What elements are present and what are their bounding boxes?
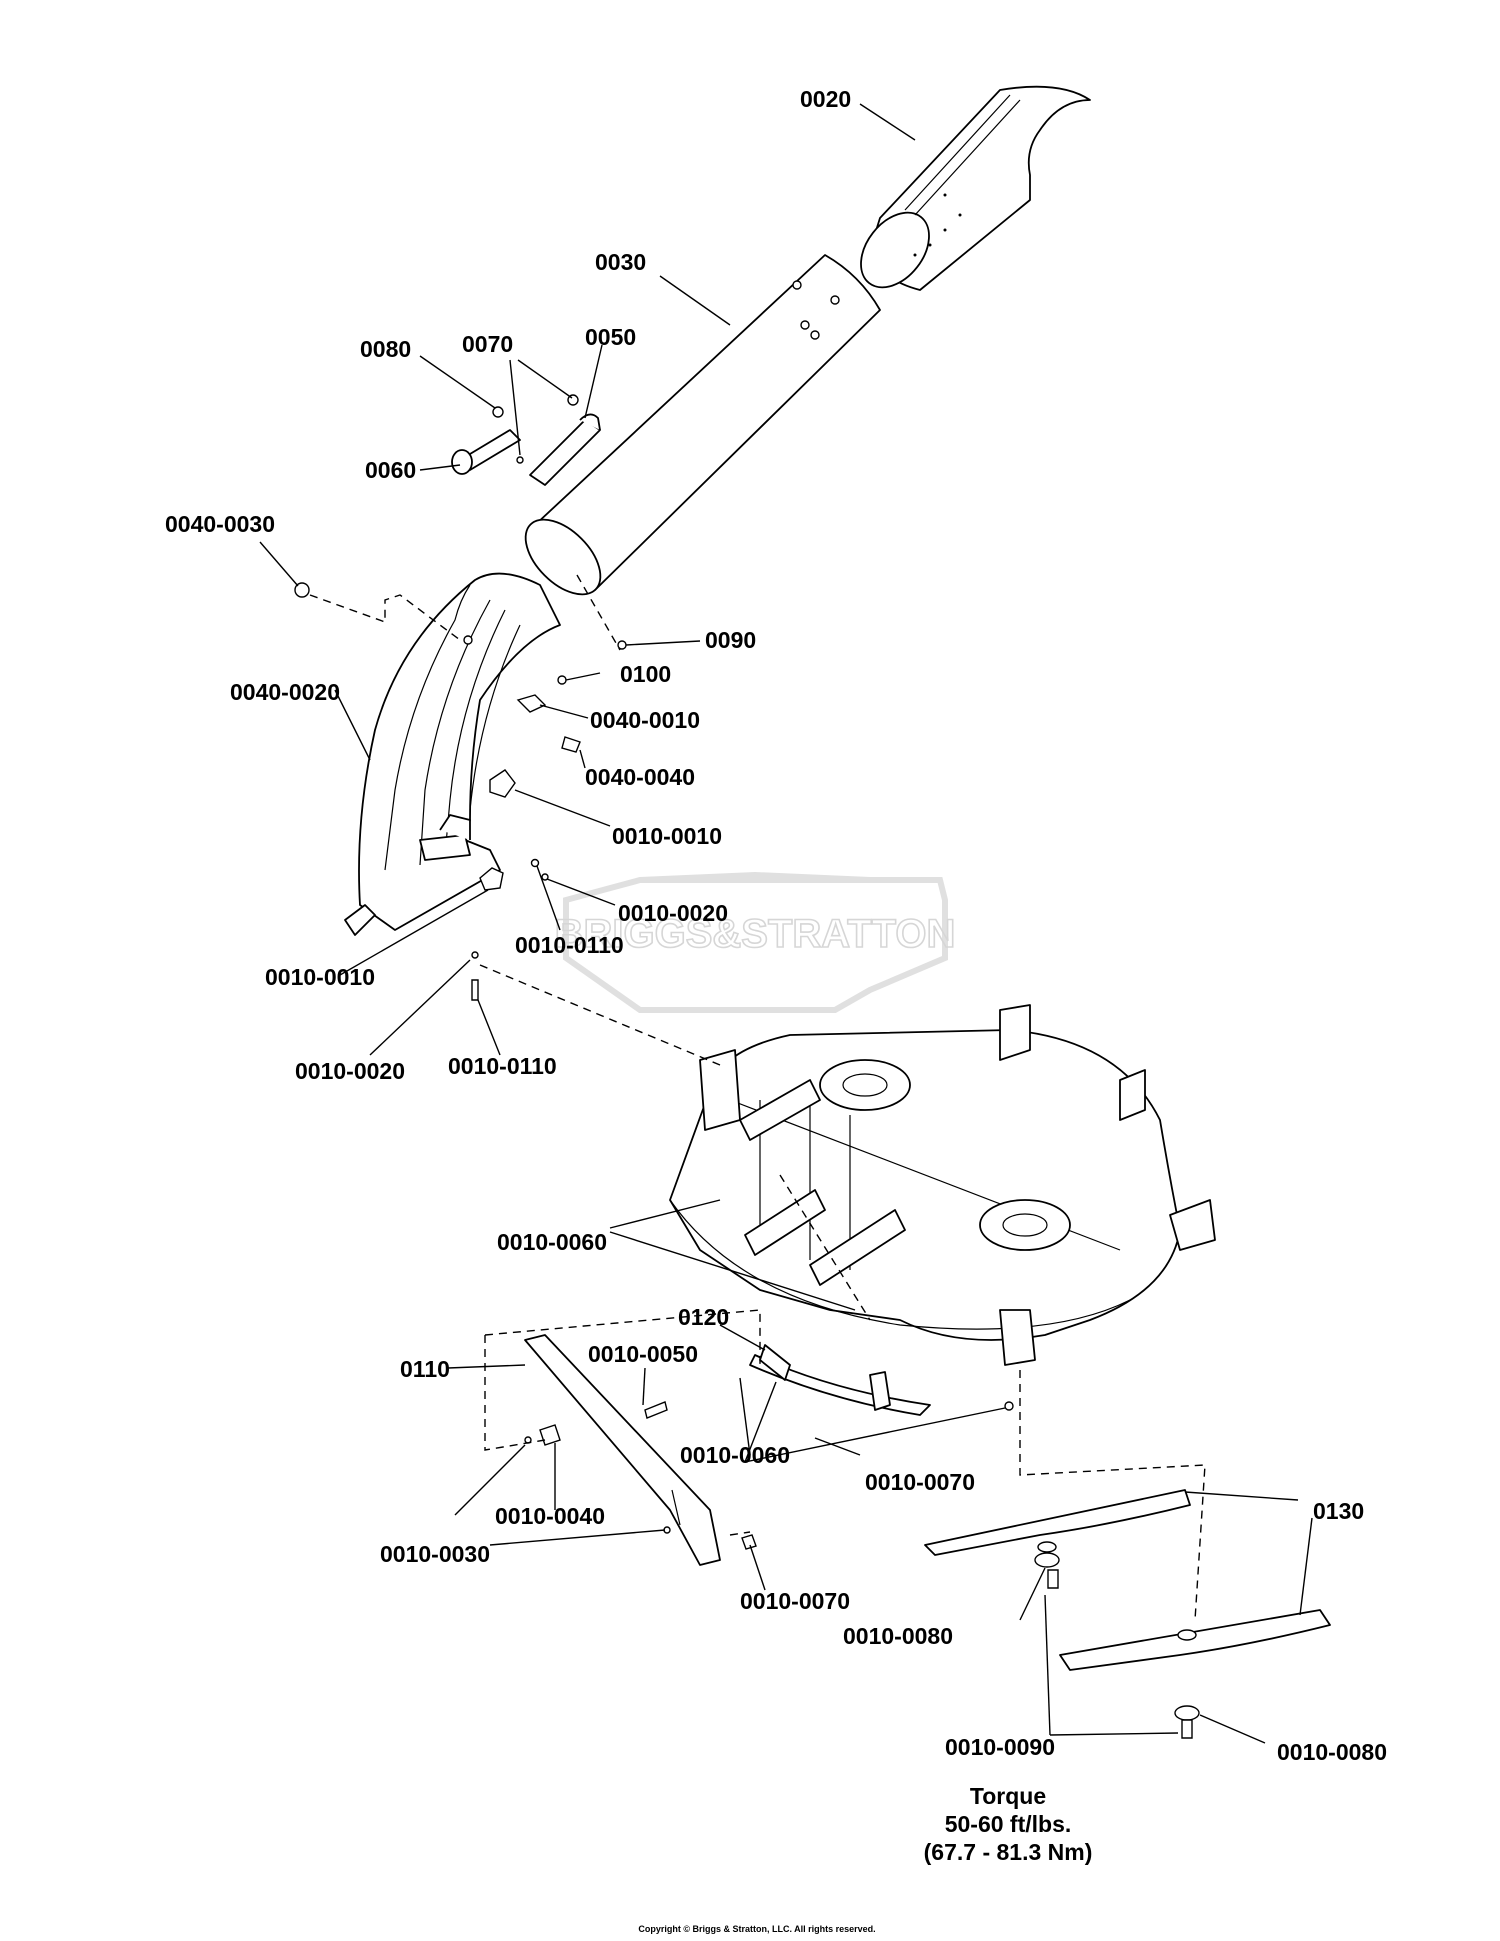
callout-0100: 0100	[620, 661, 671, 687]
callout-0010-0050: 0010-0050	[588, 1341, 698, 1367]
callout-0040-0040: 0040-0040	[585, 764, 695, 790]
callout-0010-0020-lower: 0010-0020	[295, 1058, 405, 1084]
callout-0010-0010-lower: 0010-0010	[265, 964, 375, 990]
callout-0040-0020: 0040-0020	[230, 679, 340, 705]
alignment-lines	[309, 574, 1206, 1621]
callout-0010-0110-upper: 0010-0110	[515, 932, 624, 958]
callout-labels: 0020 0030 0080 0070 0050 0060 0040-0030 …	[165, 86, 1387, 1765]
callout-0010-0060-upper: 0010-0060	[497, 1229, 607, 1255]
callout-0070: 0070	[462, 331, 513, 357]
leader-lines	[259, 103, 1313, 1744]
callout-0010-0010-upper: 0010-0010	[612, 823, 722, 849]
callout-0010-0110-lower: 0010-0110	[448, 1053, 557, 1079]
mower-deck	[669, 1004, 1216, 1366]
chute-end-cap	[860, 85, 1091, 291]
brand-watermark: BRIGGS&STRATTON	[554, 871, 956, 1013]
callout-0010-0020-upper: 0010-0020	[618, 900, 728, 926]
callout-0090: 0090	[705, 627, 756, 653]
callout-0130: 0130	[1313, 1498, 1364, 1524]
callout-0010-0080-upper: 0010-0080	[843, 1623, 953, 1649]
callout-0010-0040: 0010-0040	[495, 1503, 605, 1529]
callout-0110: 0110	[400, 1356, 450, 1382]
callout-0040-0010: 0040-0010	[590, 707, 700, 733]
watermark-text: BRIGGS&STRATTON	[555, 912, 956, 956]
chute-latch-hardware	[451, 394, 601, 486]
callout-0040-0030: 0040-0030	[165, 511, 275, 537]
torque-note-line1: Torque	[970, 1783, 1046, 1809]
callout-0060: 0060	[365, 457, 416, 483]
callout-0010-0070-lower: 0010-0070	[740, 1588, 850, 1614]
callout-0050: 0050	[585, 324, 636, 350]
deflector-chute	[344, 572, 561, 936]
torque-note-line3: (67.7 - 81.3 Nm)	[924, 1839, 1093, 1865]
callout-0020: 0020	[800, 86, 851, 112]
deck-baffle	[749, 1344, 931, 1416]
mower-blades	[924, 1401, 1331, 1739]
copyright-notice: Copyright © Briggs & Stratton, LLC. All …	[638, 1924, 875, 1934]
deflector-hardware	[294, 582, 627, 1001]
callout-0010-0090: 0010-0090	[945, 1734, 1055, 1760]
torque-note: Torque 50-60 ft/lbs. (67.7 - 81.3 Nm)	[924, 1783, 1093, 1865]
chute-tube	[524, 254, 881, 596]
callout-0120: 0120	[678, 1304, 729, 1330]
callout-0010-0060-lower: 0010-0060	[680, 1442, 790, 1468]
discharge-plate	[524, 1334, 757, 1566]
callout-0080: 0080	[360, 336, 411, 362]
callout-0010-0030: 0010-0030	[380, 1541, 490, 1567]
callout-0010-0080-lower: 0010-0080	[1277, 1739, 1387, 1765]
callout-0030: 0030	[595, 249, 646, 275]
torque-note-line2: 50-60 ft/lbs.	[945, 1811, 1072, 1837]
callout-0010-0070-upper: 0010-0070	[865, 1469, 975, 1495]
